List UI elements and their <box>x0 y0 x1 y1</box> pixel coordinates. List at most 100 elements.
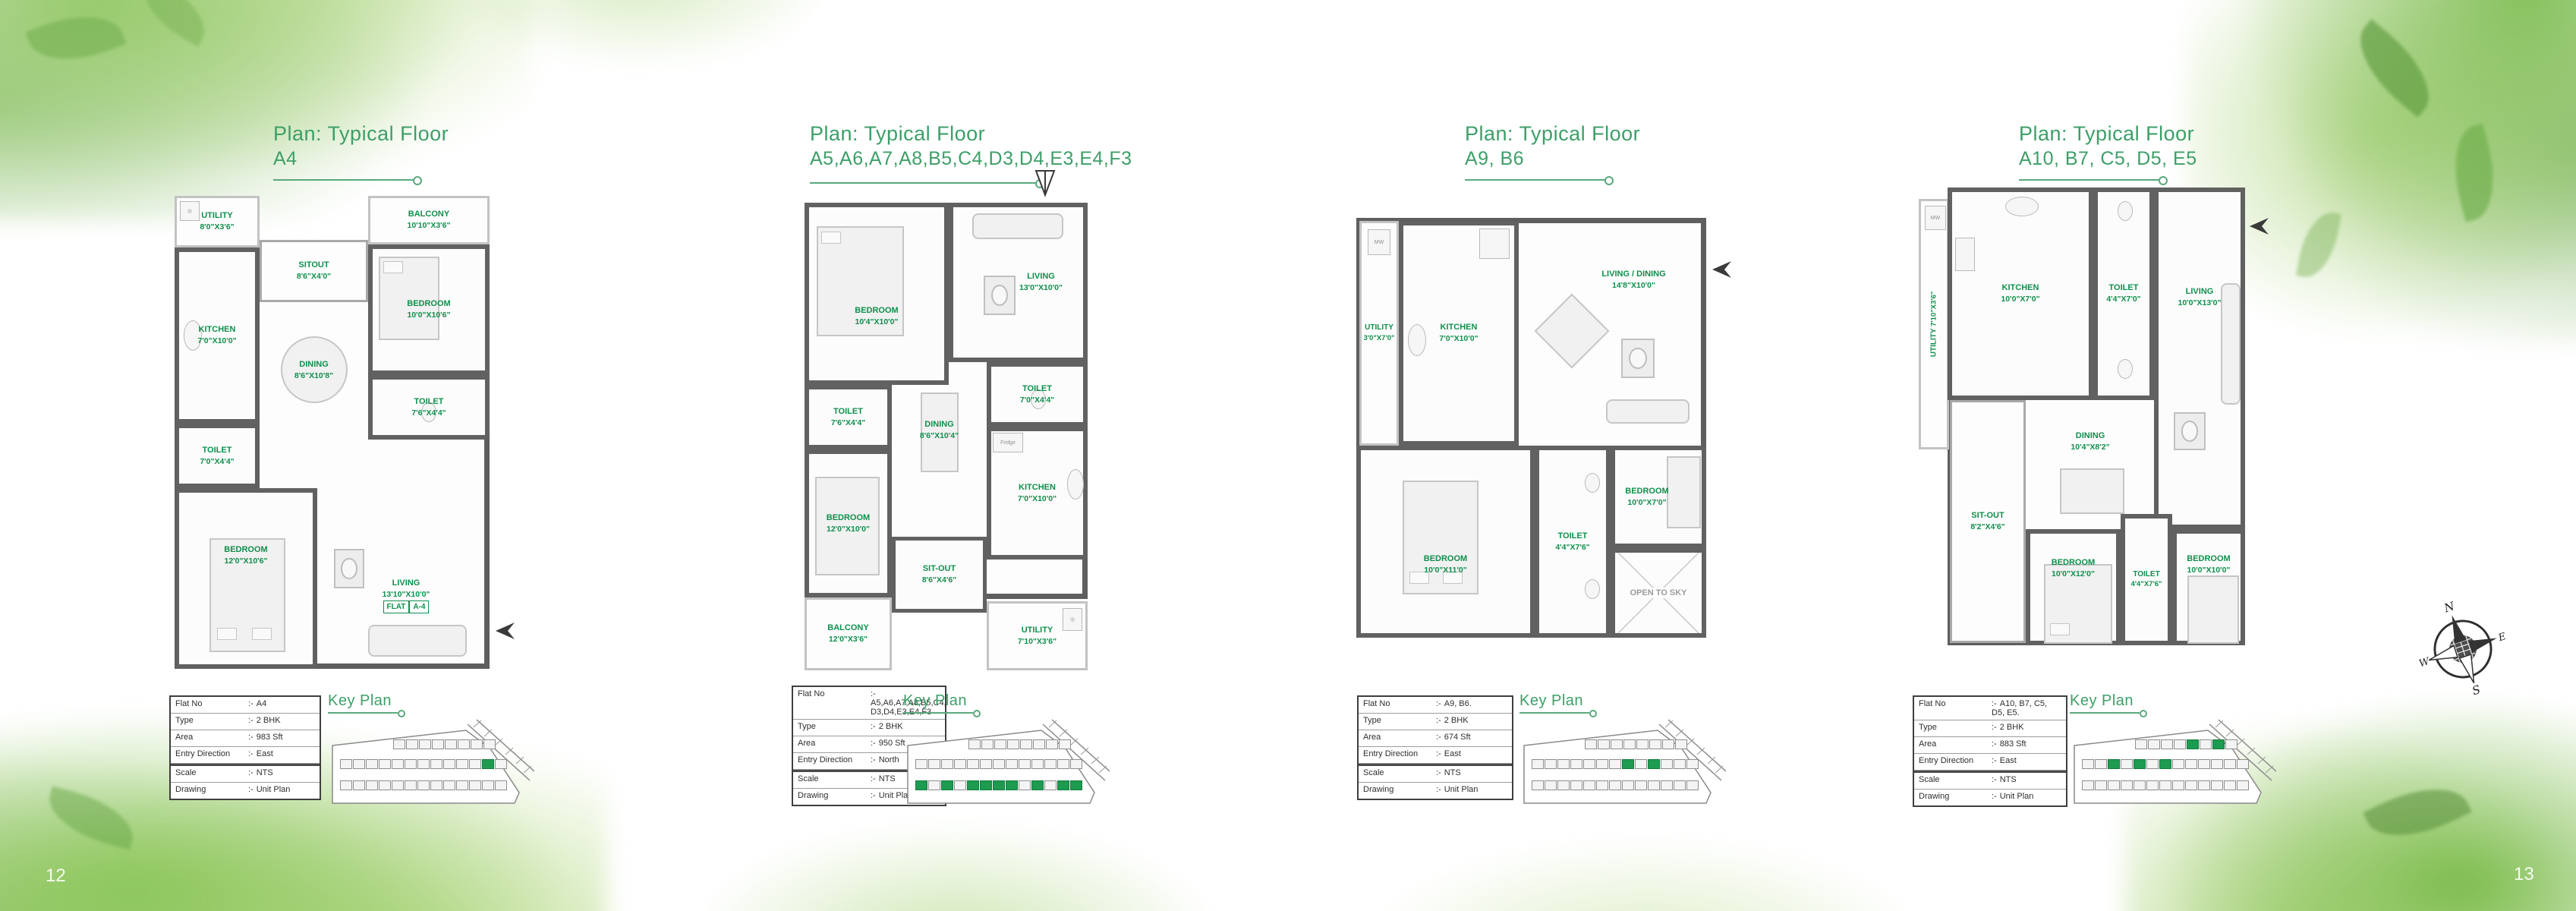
keyplan-unit <box>340 780 352 790</box>
keyplan-title: Key Plan <box>903 692 968 709</box>
keyplan-unit <box>2185 780 2197 790</box>
keyplan-unit-highlighted <box>1006 780 1018 790</box>
keyplan-unit-highlighted <box>2159 759 2171 769</box>
keyplan-unit <box>353 780 365 790</box>
dining-table-icon <box>921 392 959 472</box>
keyplan-unit <box>994 739 1006 749</box>
plan3-spec-table: Flat No:-A9, B6. Type:-2 BHK Area:-674 S… <box>1357 695 1513 800</box>
keyplan-unit <box>2211 759 2223 769</box>
keyplan-unit <box>2224 780 2236 790</box>
keyplan-unit <box>417 780 430 790</box>
pillow-icon <box>2050 623 2070 635</box>
keyplan-unit <box>2082 780 2094 790</box>
counter-icon <box>1479 229 1510 259</box>
watercolor-top-middle <box>425 0 850 76</box>
pillow-icon <box>821 232 841 244</box>
flat-badge-label: FLAT <box>383 600 410 614</box>
leaf-icon <box>132 0 217 47</box>
keyplan-unit <box>1019 759 1031 769</box>
keyplan-unit <box>1545 780 1557 790</box>
toilet-icon <box>1031 389 1046 409</box>
keyplan-rule <box>2070 710 2147 717</box>
keyplan-unit <box>1570 780 1582 790</box>
plan4-title-rule <box>2019 176 2168 185</box>
keyplan-unit <box>379 759 391 769</box>
keyplan-unit <box>419 739 431 749</box>
keyplan-unit <box>1583 759 1595 769</box>
keyplan-unit <box>1622 780 1634 790</box>
keyplan-unit <box>2095 759 2107 769</box>
washbasin-icon <box>1585 473 1600 493</box>
flat-badge-value: A-4 <box>409 600 430 614</box>
washing-machine-icon: ◎ <box>1063 608 1082 631</box>
compass-south-label: S <box>2471 682 2482 698</box>
keyplan-unit <box>1674 780 1686 790</box>
tv-icon <box>1621 339 1655 378</box>
plan4-keyplan: Key Plan <box>2070 692 2276 809</box>
keyplan-unit <box>1649 739 1661 749</box>
plan3-title: Plan: Typical Floor A9, B6 <box>1465 122 1641 169</box>
keyplan-unit <box>366 759 378 769</box>
keyplan-unit <box>2174 739 2186 749</box>
plan3-keyplan: Key Plan <box>1519 692 1726 809</box>
keyplan-unit <box>2198 759 2210 769</box>
keyplan-unit <box>2172 780 2184 790</box>
keyplan-unit <box>1044 759 1057 769</box>
keyplan-unit-highlighted <box>1648 759 1660 769</box>
keyplan-unit-highlighted <box>2134 759 2146 769</box>
stove-icon <box>1408 324 1426 356</box>
keyplan-unit <box>1598 739 1610 749</box>
keyplan-unit <box>392 780 404 790</box>
keyplan-unit <box>928 780 940 790</box>
keyplan-unit <box>1057 759 1069 769</box>
entry-direction-arrow-north <box>1034 170 1056 197</box>
dining-table-icon <box>281 336 348 403</box>
keyplan-unit <box>2146 780 2159 790</box>
keyplan-unit <box>1662 739 1674 749</box>
keyplan-unit <box>1636 739 1649 749</box>
keyplan-unit <box>1033 739 1045 749</box>
keyplan-unit-highlighted <box>980 780 992 790</box>
keyplan-unit <box>1609 780 1621 790</box>
keyplan-unit <box>443 759 455 769</box>
bed-icon <box>817 226 904 336</box>
plan2-title: Plan: Typical Floor A5,A6,A7,A8,B5,C4,D3… <box>810 122 1132 169</box>
sofa-icon <box>368 625 467 657</box>
keyplan-unit <box>2121 780 2133 790</box>
keyplan-unit <box>2237 780 2249 790</box>
toilet-icon <box>2118 359 2133 379</box>
keyplan-unit <box>1611 739 1623 749</box>
keyplan-unit <box>915 759 927 769</box>
keyplan-unit <box>1046 739 1058 749</box>
plan3-title-rule <box>1465 176 1614 185</box>
stove-icon <box>2005 197 2039 216</box>
plan3-room-opensky: OPEN TO SKY <box>1611 548 1706 638</box>
plan2-title-rule <box>810 179 1044 188</box>
keyplan-title: Key Plan <box>2070 692 2134 709</box>
dining-table-icon <box>2060 468 2124 514</box>
compass-rose-icon: N E S W <box>2417 600 2508 698</box>
keyplan-unit <box>1059 739 1071 749</box>
pillow-icon <box>1443 572 1463 584</box>
keyplan-unit-highlighted <box>2212 739 2225 749</box>
keyplan-unit <box>1570 759 1582 769</box>
keyplan-title: Key Plan <box>328 692 392 709</box>
keyplan-unit <box>2121 759 2133 769</box>
keyplan-unit <box>1596 780 1608 790</box>
bed-icon <box>1667 456 1701 528</box>
